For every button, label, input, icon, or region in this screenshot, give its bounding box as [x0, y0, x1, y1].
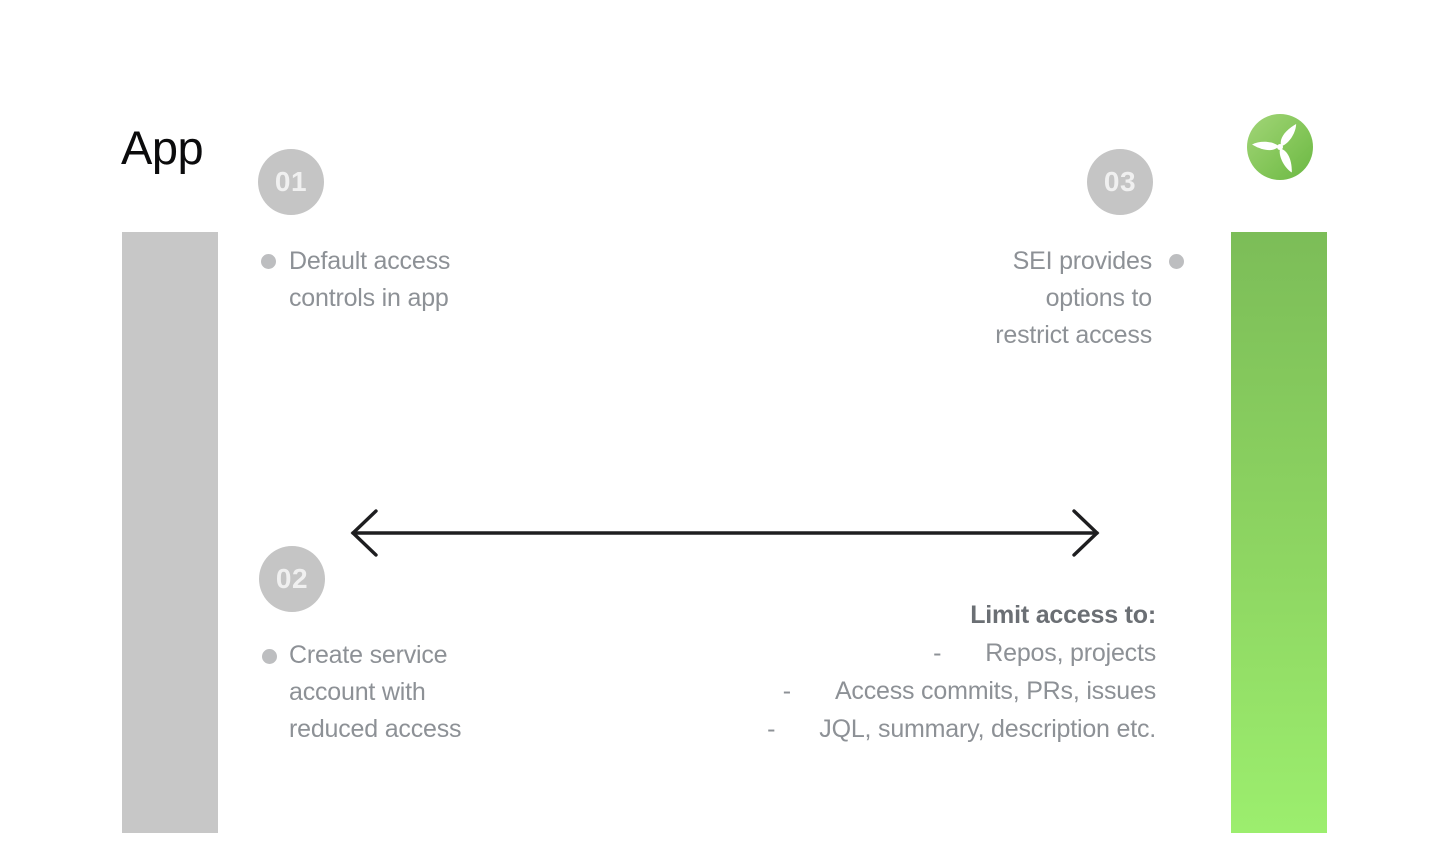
step-circle-03: 03 [1087, 149, 1153, 215]
limit-item-2-dash: - [782, 677, 791, 705]
propeller-blades [1252, 124, 1297, 173]
step2-line2: account with [289, 678, 426, 706]
limit-item-1-text: Repos, projects [985, 639, 1156, 667]
double-headed-arrow [344, 505, 1106, 561]
limit-item-1-dash: - [933, 639, 942, 667]
step-circle-02: 02 [259, 546, 325, 612]
step3-line3: restrict access [995, 321, 1152, 349]
limit-item-2: - Access commits, PRs, issues [536, 672, 1156, 710]
step3-line2: options to [1045, 284, 1153, 312]
limit-item-3: - JQL, summary, description etc. [536, 710, 1156, 748]
propeller-logo-icon [1247, 114, 1313, 180]
step2-text: Create service account with reduced acce… [289, 637, 462, 748]
step1-line1: Default access [289, 247, 451, 275]
step3-text: SEI provides options to restrict access [995, 243, 1152, 354]
step2-line1: Create service [289, 641, 448, 669]
step-number-02: 02 [275, 563, 309, 594]
step-circle-01: 01 [258, 149, 324, 215]
limit-access-heading: Limit access to: [970, 601, 1156, 629]
left-gray-bar [122, 232, 218, 833]
right-green-bar [1231, 232, 1327, 833]
bullet-dot-step2 [262, 649, 277, 664]
limit-item-2-text: Access commits, PRs, issues [834, 677, 1156, 705]
step2-line3: reduced access [289, 715, 462, 743]
limit-item-1: - Repos, projects [536, 634, 1156, 672]
step1-line2: controls in app [289, 284, 449, 312]
limit-item-3-text: JQL, summary, description etc. [819, 715, 1156, 743]
limit-access-block: Limit access to: - Repos, projects - Acc… [536, 596, 1156, 748]
step3-line1: SEI provides [1012, 247, 1153, 275]
bullet-dot-step1 [261, 254, 276, 269]
page-title: App [121, 121, 204, 174]
bullet-dot-step3 [1169, 254, 1184, 269]
step-number-01: 01 [274, 166, 308, 197]
limit-item-3-dash: - [767, 715, 776, 743]
step1-text: Default access controls in app [289, 243, 450, 317]
step-number-03: 03 [1103, 166, 1137, 197]
